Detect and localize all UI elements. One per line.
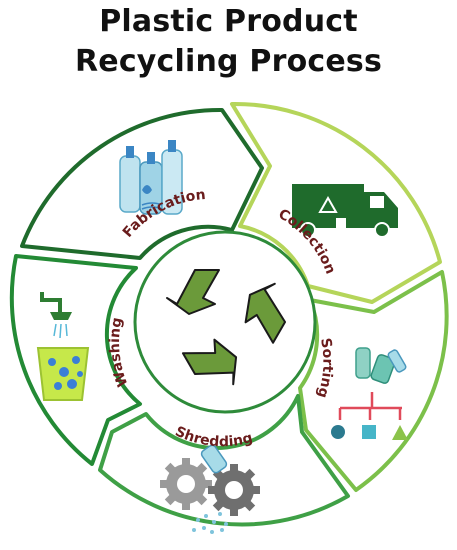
title-line-1: Plastic Product [99, 4, 358, 39]
title-line-2: Recycling Process [74, 44, 383, 79]
shower-bucket-icon [36, 292, 90, 401]
recycle-symbol-icon [166, 269, 287, 386]
sorting-tree-icon [331, 347, 408, 440]
water-bottles-icon [119, 140, 183, 215]
label-sorting: Sorting [314, 337, 336, 400]
gears-icon [160, 444, 260, 534]
center-circle [133, 230, 317, 414]
recycling-truck-icon [292, 184, 398, 238]
